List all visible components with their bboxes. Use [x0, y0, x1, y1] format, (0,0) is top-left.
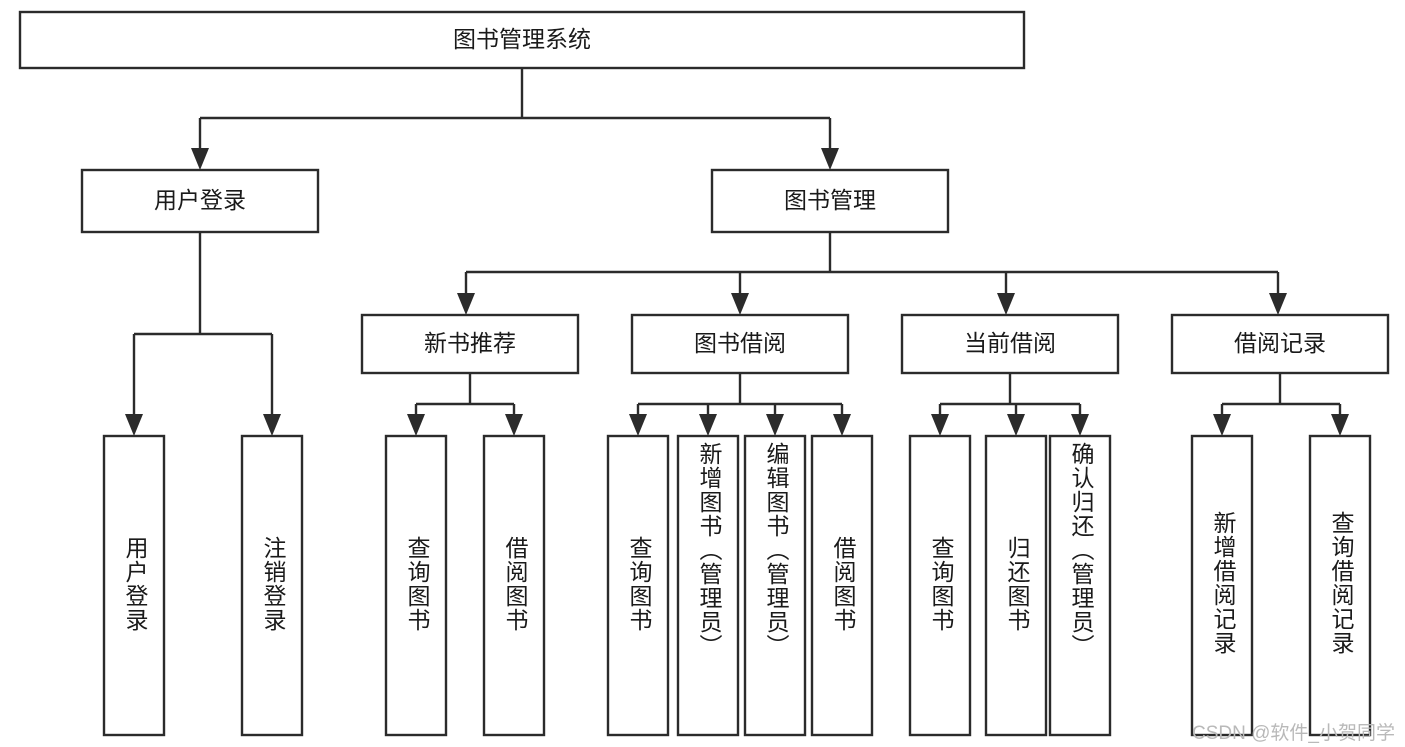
node-label-user-login: 用户登录 [154, 187, 246, 213]
node-current-borrow[interactable] [900, 313, 1120, 375]
arrow-head-icon [629, 414, 647, 436]
arrow-head-icon [125, 414, 143, 436]
arrow-head-icon [731, 293, 749, 315]
arrow-head-icon [997, 293, 1015, 315]
node-leaf-return-book[interactable] [984, 434, 1048, 737]
arrow-head-icon [1007, 414, 1025, 436]
node-leaf-query-book-rec[interactable] [384, 434, 448, 737]
node-leaf-add-book-admin[interactable] [676, 434, 740, 737]
arrow-head-icon [1071, 414, 1089, 436]
node-root[interactable] [18, 10, 1026, 70]
arrow-head-icon [1213, 414, 1231, 436]
node-leaf-query-book-current[interactable] [908, 434, 972, 737]
node-label-book-borrow: 图书借阅 [694, 330, 786, 356]
arrow-head-icon [931, 414, 949, 436]
node-borrow-record[interactable] [1170, 313, 1390, 375]
connectors-layer [125, 68, 1349, 436]
node-leaf-user-login[interactable] [102, 434, 166, 737]
arrow-head-icon [505, 414, 523, 436]
node-label-borrow-record: 借阅记录 [1234, 330, 1326, 356]
arrow-head-icon [821, 148, 839, 170]
node-new-book-recommend[interactable] [360, 313, 580, 375]
arrow-head-icon [833, 414, 851, 436]
node-user-login[interactable] [80, 168, 320, 234]
node-label-root: 图书管理系统 [453, 26, 591, 52]
node-label-current-borrow: 当前借阅 [964, 330, 1056, 356]
arrow-head-icon [407, 414, 425, 436]
boxes-layer [18, 10, 1390, 737]
arrow-head-icon [766, 414, 784, 436]
node-leaf-edit-book-admin[interactable] [743, 434, 807, 737]
node-book-borrow[interactable] [630, 313, 850, 375]
arrow-head-icon [1269, 293, 1287, 315]
node-leaf-user-logout[interactable] [240, 434, 304, 737]
node-label-new-book-recommend: 新书推荐 [424, 330, 516, 356]
node-label-book-manage: 图书管理 [784, 187, 876, 213]
node-leaf-borrow-book-borrow[interactable] [810, 434, 874, 737]
node-leaf-borrow-book-rec[interactable] [482, 434, 546, 737]
node-leaf-query-borrow-record[interactable] [1308, 434, 1372, 737]
node-book-manage[interactable] [710, 168, 950, 234]
node-leaf-confirm-return-admin[interactable] [1048, 434, 1112, 737]
arrow-head-icon [699, 414, 717, 436]
arrow-head-icon [1331, 414, 1349, 436]
node-leaf-add-borrow-record[interactable] [1190, 434, 1254, 737]
node-leaf-query-book-borrow[interactable] [606, 434, 670, 737]
arrow-head-icon [191, 148, 209, 170]
arrow-head-icon [263, 414, 281, 436]
arrow-head-icon [457, 293, 475, 315]
